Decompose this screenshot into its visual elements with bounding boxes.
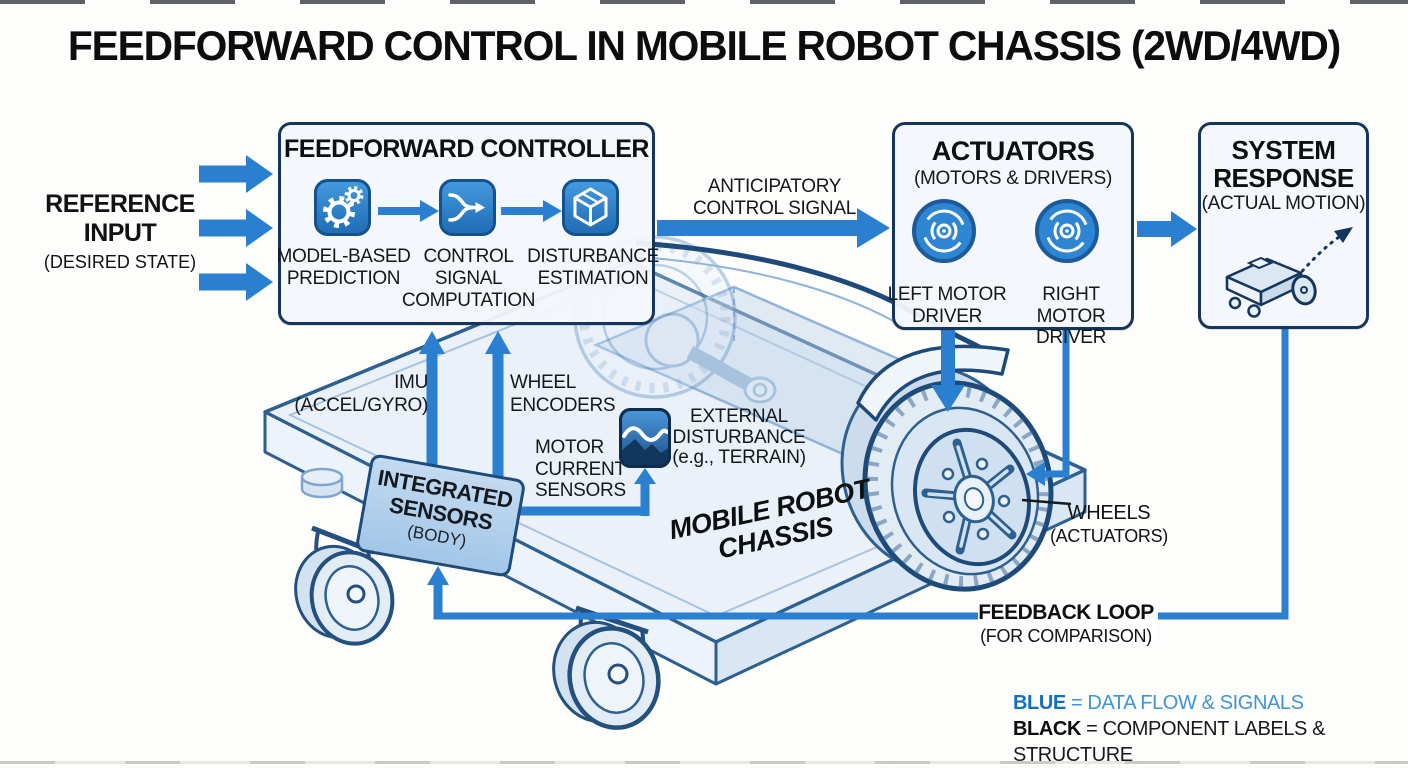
legend: BLUE = DATA FLOW & SIGNALS BLACK = COMPO… (1013, 690, 1408, 768)
rear-wheel (840, 365, 1054, 592)
page-title: FEEDFORWARD CONTROL IN MOBILE ROBOT CHAS… (67, 22, 1341, 69)
bottom-edge-artifact (0, 761, 1408, 764)
left-motor-icon (912, 199, 976, 263)
imu-up-arrow (419, 331, 445, 470)
imu-label: IMU(ACCEL/GYRO) (294, 372, 428, 416)
chassis-knob (300, 467, 344, 499)
reference-input-label: REFERENCE INPUT (DESIRED STATE) (28, 190, 212, 274)
feedback-line-right (1158, 324, 1289, 620)
controller-title: FEEDFORWARD CONTROLLER (284, 135, 649, 163)
left-motor-down-arrow (931, 328, 965, 412)
encoders-up-arrow (485, 331, 511, 480)
module-arrow-2 (501, 200, 562, 222)
caster-wheel-bottom (552, 605, 661, 730)
feedback-loop-label: FEEDBACK LOOP (FOR COMPARISON) (978, 601, 1154, 647)
moving-robot-icon (1225, 227, 1353, 318)
merge-arrow-icon (439, 179, 496, 236)
right-motor-elbow-line (1042, 326, 1070, 478)
response-subtitle: (ACTUAL MOTION) (1201, 193, 1366, 214)
actuators-subtitle: (MOTORS & DRIVERS) (914, 168, 1112, 189)
reference-arrow-3 (199, 263, 273, 301)
feedback-up-arrow (427, 566, 449, 620)
reference-input-line1: REFERENCE (45, 190, 195, 218)
top-edge-artifact (0, 0, 1408, 4)
actuators-title: ACTUATORS (931, 136, 1095, 166)
gears-icon (314, 179, 371, 236)
module-flow-arrows (378, 200, 562, 222)
response-title-line2: RESPONSE (1213, 163, 1354, 193)
right-motor-arrowhead (1026, 462, 1045, 486)
anticipatory-arrow (657, 208, 890, 248)
terrain-disturbance-icon (619, 408, 671, 468)
chassis-rear-wall-edge-inner (627, 255, 903, 327)
reference-input-line2: INPUT (83, 219, 157, 247)
system-response-panel: SYSTEM RESPONSE (ACTUAL MOTION) (1198, 122, 1369, 329)
reference-input-sub: (DESIRED STATE) (43, 252, 197, 272)
legend-black-line: BLACK = COMPONENT LABELS & STRUCTURE (1013, 718, 1326, 766)
motor-current-up-arrow (634, 468, 656, 516)
reference-arrow-1 (199, 155, 273, 193)
response-title-line1: SYSTEM (1231, 135, 1336, 165)
rear-fender (856, 344, 1010, 422)
legend-blue-line: BLUE = DATA FLOW & SIGNALS (1013, 692, 1304, 714)
feedforward-controller-panel: FEEDFORWARD CONTROLLER (277, 122, 659, 325)
caster-wheel-front-left (294, 525, 395, 646)
wheels-leader-line (1021, 498, 1072, 506)
cube-icon (562, 179, 619, 236)
actuators-to-response-arrow (1137, 211, 1197, 247)
reference-arrow-2 (199, 209, 273, 247)
right-motor-icon (1035, 199, 1099, 263)
module-arrow-1 (378, 200, 439, 222)
wheels-actuators-label: WHEELS (ACTUATORS) (1049, 502, 1169, 546)
